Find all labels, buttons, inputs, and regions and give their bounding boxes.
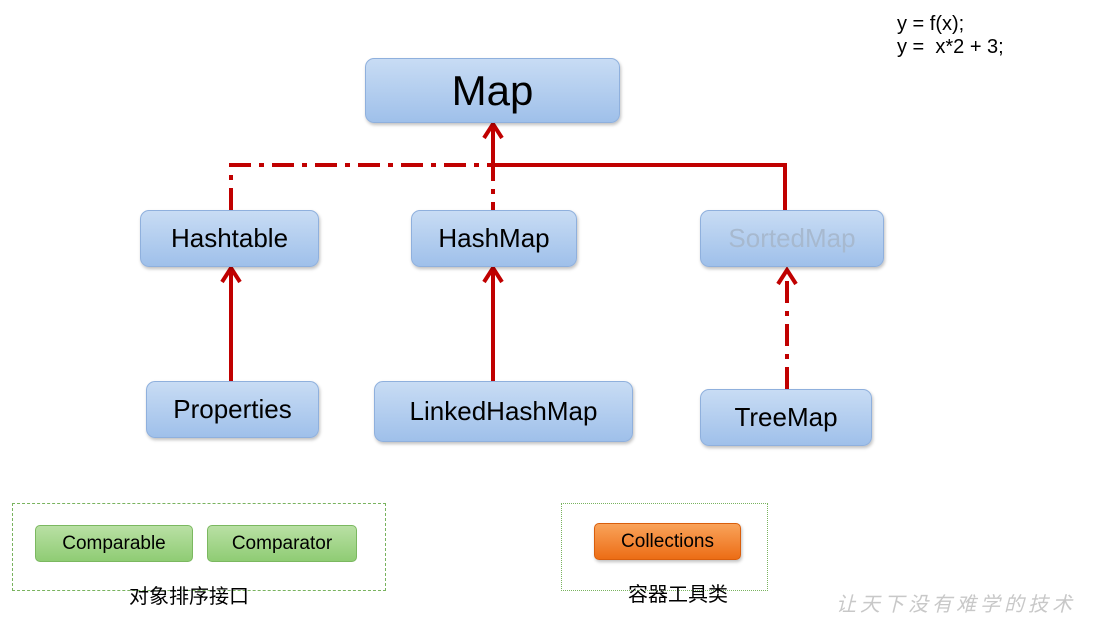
formula-text: y = f(x);y = x*2 + 3; bbox=[897, 13, 1004, 59]
node-properties: Properties bbox=[146, 381, 319, 438]
watermark-text: 让天下没有难学的技术 bbox=[836, 592, 1076, 616]
connector-sortedmap-extends-map bbox=[491, 126, 787, 210]
node-hashtable: Hashtable bbox=[140, 210, 319, 267]
arrowhead-sortedmap bbox=[776, 266, 798, 286]
node-treemap: TreeMap bbox=[700, 389, 872, 446]
container-tools-group bbox=[561, 503, 768, 591]
formula-line-1: y = f(x); bbox=[897, 13, 965, 35]
connector-hashtable-implements-map bbox=[229, 163, 495, 210]
collections-tag: Collections bbox=[594, 523, 741, 560]
formula-line-2: y = x*2 + 3; bbox=[897, 36, 1004, 58]
node-sortedmap: SortedMap bbox=[700, 210, 884, 267]
node-linkedhashmap: LinkedHashMap bbox=[374, 381, 633, 442]
arrowhead-hashtable bbox=[220, 264, 242, 284]
arrowhead-hashmap bbox=[482, 264, 504, 284]
comparable-tag: Comparable bbox=[35, 525, 193, 562]
tools-group-caption: 容器工具类 bbox=[628, 582, 728, 606]
comparator-tag: Comparator bbox=[207, 525, 357, 562]
sorting-interfaces-group bbox=[12, 503, 386, 591]
arrowhead-map bbox=[482, 120, 504, 140]
node-map: Map bbox=[365, 58, 620, 123]
node-hashmap: HashMap bbox=[411, 210, 577, 267]
sorting-group-caption: 对象排序接口 bbox=[129, 584, 249, 608]
